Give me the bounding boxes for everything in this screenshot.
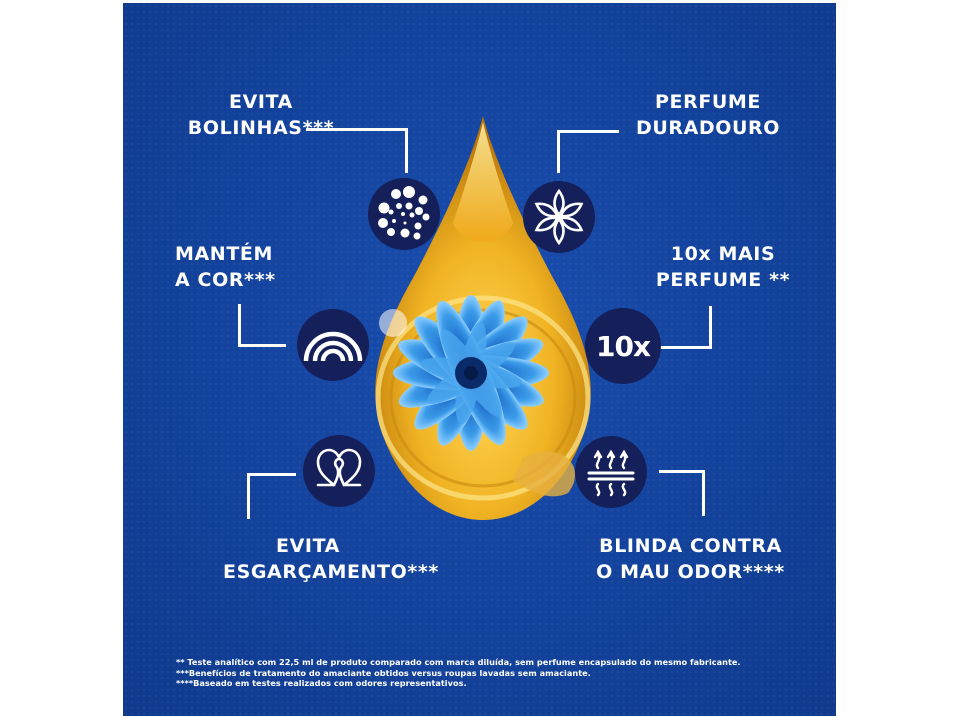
ten-x-icon: 10x [585,308,661,384]
benefit-fraying-line2: ESGARÇAMENTO*** [223,561,439,583]
odor-shield-icon [575,436,647,508]
benefit-fraying-label: EVITA ESGARÇAMENTO*** [223,533,439,585]
footnote-2: ***Benefícios de tratamento do amaciante… [176,667,591,678]
benefit-more-perfume-line1: 10x MAIS [670,243,776,265]
footnotes: ** Teste analítico com 22,5 ml de produt… [176,657,741,689]
benefit-pilling-label: EVITA BOLINHAS*** [181,89,341,141]
connector-color [238,304,286,347]
benefit-perfume-lasting-line1: PERFUME [654,91,762,113]
connector-more-perfume [648,306,712,349]
benefit-color-line1: MANTÉM [175,243,273,265]
benefit-color-label: MANTÉM A COR*** [175,241,285,293]
connector-pilling [306,128,408,173]
footnote-1: ** Teste analítico com 22,5 ml de produt… [176,657,741,667]
footnote-3: ****Baseado em testes realizados com odo… [176,678,467,688]
flower-icon [523,181,595,253]
benefit-more-perfume-line2: PERFUME ** [655,269,791,291]
benefit-odor-label: BLINDA CONTRA O MAU ODOR**** [593,533,788,585]
ten-x-badge-text: 10x [595,329,651,363]
benefit-pilling-line2: BOLINHAS*** [187,117,335,139]
dots-circle-icon [368,178,440,250]
benefit-perfume-lasting-line2: DURADOURO [635,117,781,139]
rainbow-icon [297,309,369,381]
benefit-more-perfume-label: 10x MAIS PERFUME ** [653,241,793,293]
oil-drop-flower-illustration [375,116,591,520]
connector-odor [659,470,705,516]
heart-thread-icon [303,435,375,507]
connector-fraying [247,473,296,519]
benefit-odor-line2: O MAU ODOR**** [596,561,785,583]
benefit-perfume-lasting-label: PERFUME DURADOURO [633,89,783,141]
benefit-pilling-line1: EVITA [229,91,293,113]
benefit-color-line2: A COR*** [175,269,276,291]
benefit-fraying-line1: EVITA [276,535,340,557]
product-benefits-panel: EVITA BOLINHAS*** PERFUME DURADOURO MANT… [123,3,836,716]
benefit-odor-line1: BLINDA CONTRA [599,535,782,557]
connector-perfume-lasting [557,130,619,173]
